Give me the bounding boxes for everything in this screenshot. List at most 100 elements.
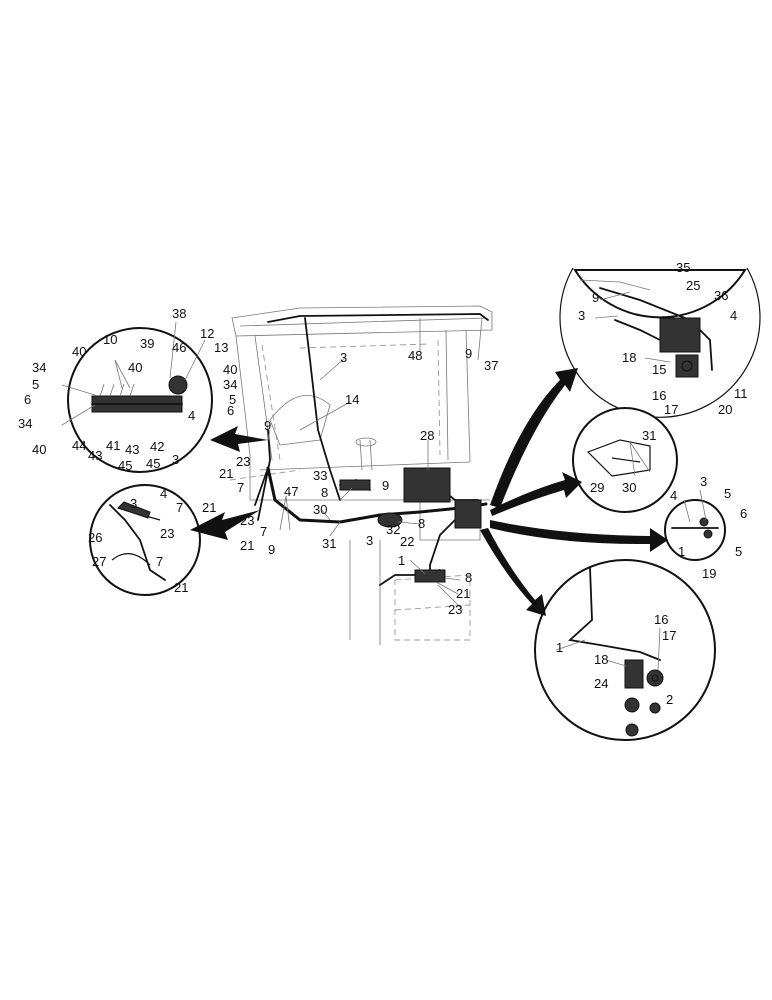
- callout-l-3: 3: [172, 452, 179, 467]
- callout-l-42: 42: [150, 439, 164, 454]
- callout-l-39: 39: [140, 336, 154, 351]
- callout-m-9a: 9: [465, 346, 472, 361]
- callout-m-1: 1: [398, 553, 405, 568]
- callout-tr-3: 3: [578, 308, 585, 323]
- callout-m-21c: 21: [456, 586, 470, 601]
- callout-b-30: 30: [622, 480, 636, 495]
- callout-s-3: 3: [700, 474, 707, 489]
- callout-tr-15: 15: [652, 362, 666, 377]
- callout-m-3: 3: [340, 350, 347, 365]
- callout-br-17: 17: [662, 628, 676, 643]
- callout-br-2: 2: [666, 692, 673, 707]
- callout-s-5b: 5: [735, 544, 742, 559]
- callout-m-30: 30: [313, 502, 327, 517]
- callout-s-6: 6: [740, 506, 747, 521]
- callout-l-12: 12: [200, 326, 214, 341]
- callout-m-23a: 23: [236, 454, 250, 469]
- callout-tr-25: 25: [686, 278, 700, 293]
- small-right-detail-circle: [664, 499, 726, 561]
- callout-p-7b: 7: [156, 554, 163, 569]
- callout-l-38: 38: [172, 306, 186, 321]
- callout-p-21a: 21: [202, 500, 216, 515]
- callout-l-46: 46: [172, 340, 186, 355]
- bottom-right-detail-circle: [534, 559, 716, 741]
- callout-tr-9: 9: [592, 290, 599, 305]
- callout-m-8b: 8: [418, 516, 425, 531]
- callout-l-40b: 40: [128, 360, 142, 375]
- callout-m-31: 31: [322, 536, 336, 551]
- callout-br-18: 18: [594, 652, 608, 667]
- callout-s-19: 19: [702, 566, 716, 581]
- callout-l-43a: 43: [88, 448, 102, 463]
- callout-m-47: 47: [284, 484, 298, 499]
- callout-l-34a: 34: [32, 360, 46, 375]
- callout-l-45b: 45: [146, 456, 160, 471]
- callout-l-44: 44: [72, 438, 86, 453]
- battery-detail-circle: [572, 407, 678, 513]
- callout-l-6a: 6: [24, 392, 31, 407]
- callout-m-14: 14: [345, 392, 359, 407]
- pedal-detail-callouts: 3 4 7 21 26 23 27 7 21: [88, 486, 216, 595]
- callout-p-21b: 21: [174, 580, 188, 595]
- callout-m-21b: 21: [240, 538, 254, 553]
- callout-m-3b: 3: [366, 533, 373, 548]
- callout-m-37: 37: [484, 358, 498, 373]
- callout-m-48: 48: [408, 348, 422, 363]
- callout-m-7b: 7: [260, 524, 267, 539]
- callout-p-26: 26: [88, 530, 102, 545]
- callout-tr-11: 11: [734, 386, 748, 401]
- callout-m-32: 32: [386, 522, 400, 537]
- callout-l-34b: 34: [223, 377, 237, 392]
- callout-m-28: 28: [420, 428, 434, 443]
- callout-m-9b: 9: [264, 418, 271, 433]
- callout-l-40a: 40: [72, 344, 86, 359]
- callout-b-29: 29: [590, 480, 604, 495]
- callout-l-43b: 43: [125, 442, 139, 457]
- callout-tr-36: 36: [714, 288, 728, 303]
- callout-l-5b: 5: [229, 392, 236, 407]
- callout-m-9d: 9: [382, 478, 389, 493]
- callout-br-1: 1: [556, 640, 563, 655]
- callout-p-4: 4: [160, 486, 167, 501]
- callout-tr-4: 4: [730, 308, 737, 323]
- callout-br-24: 24: [594, 676, 608, 691]
- callout-p-27: 27: [92, 554, 106, 569]
- callout-p-7a: 7: [176, 500, 183, 515]
- callout-l-5a: 5: [32, 377, 39, 392]
- callout-tr-20: 20: [718, 402, 732, 417]
- callout-m-9c: 9: [268, 542, 275, 557]
- callout-l-6b: 6: [227, 403, 234, 418]
- battery-detail-callouts: 31 29 30: [590, 428, 656, 495]
- callout-l-45a: 45: [118, 458, 132, 473]
- small-right-detail-callouts: 3 4 5 6 1 5 19: [670, 474, 747, 581]
- callout-l-10: 10: [103, 332, 117, 347]
- callout-m-33: 33: [313, 468, 327, 483]
- callout-m-21a: 21: [219, 466, 233, 481]
- callout-tr-17: 17: [664, 402, 678, 417]
- leader-lines: [61, 291, 707, 671]
- callout-m-8c: 8: [465, 570, 472, 585]
- callout-l-40c: 40: [223, 362, 237, 377]
- callout-s-5a: 5: [724, 486, 731, 501]
- callout-br-16: 16: [654, 612, 668, 627]
- callout-s-1: 1: [678, 544, 685, 559]
- callout-p-23: 23: [160, 526, 174, 541]
- callout-l-13: 13: [214, 340, 228, 355]
- callout-l-4: 4: [188, 408, 195, 423]
- main-harness: [254, 313, 489, 586]
- callout-tr-18: 18: [622, 350, 636, 365]
- callout-l-40d: 40: [32, 442, 46, 457]
- detail-arrows: [190, 368, 668, 616]
- callout-m-23b: 23: [240, 513, 254, 528]
- callout-p-3: 3: [130, 496, 137, 511]
- callout-m-22: 22: [400, 534, 414, 549]
- callout-l-34c: 34: [18, 416, 32, 431]
- top-right-detail-circle: [559, 267, 761, 418]
- bottom-right-detail-callouts: 16 17 1 18 24 2: [556, 612, 676, 707]
- left-detail-circle: [67, 327, 213, 473]
- main-callouts: 3 48 9 37 14 9 23 21 7 47 23 7 21 9 33 8…: [219, 346, 498, 617]
- callout-tr-35: 35: [676, 260, 690, 275]
- callout-tr-16: 16: [652, 388, 666, 403]
- callout-l-41: 41: [106, 438, 120, 453]
